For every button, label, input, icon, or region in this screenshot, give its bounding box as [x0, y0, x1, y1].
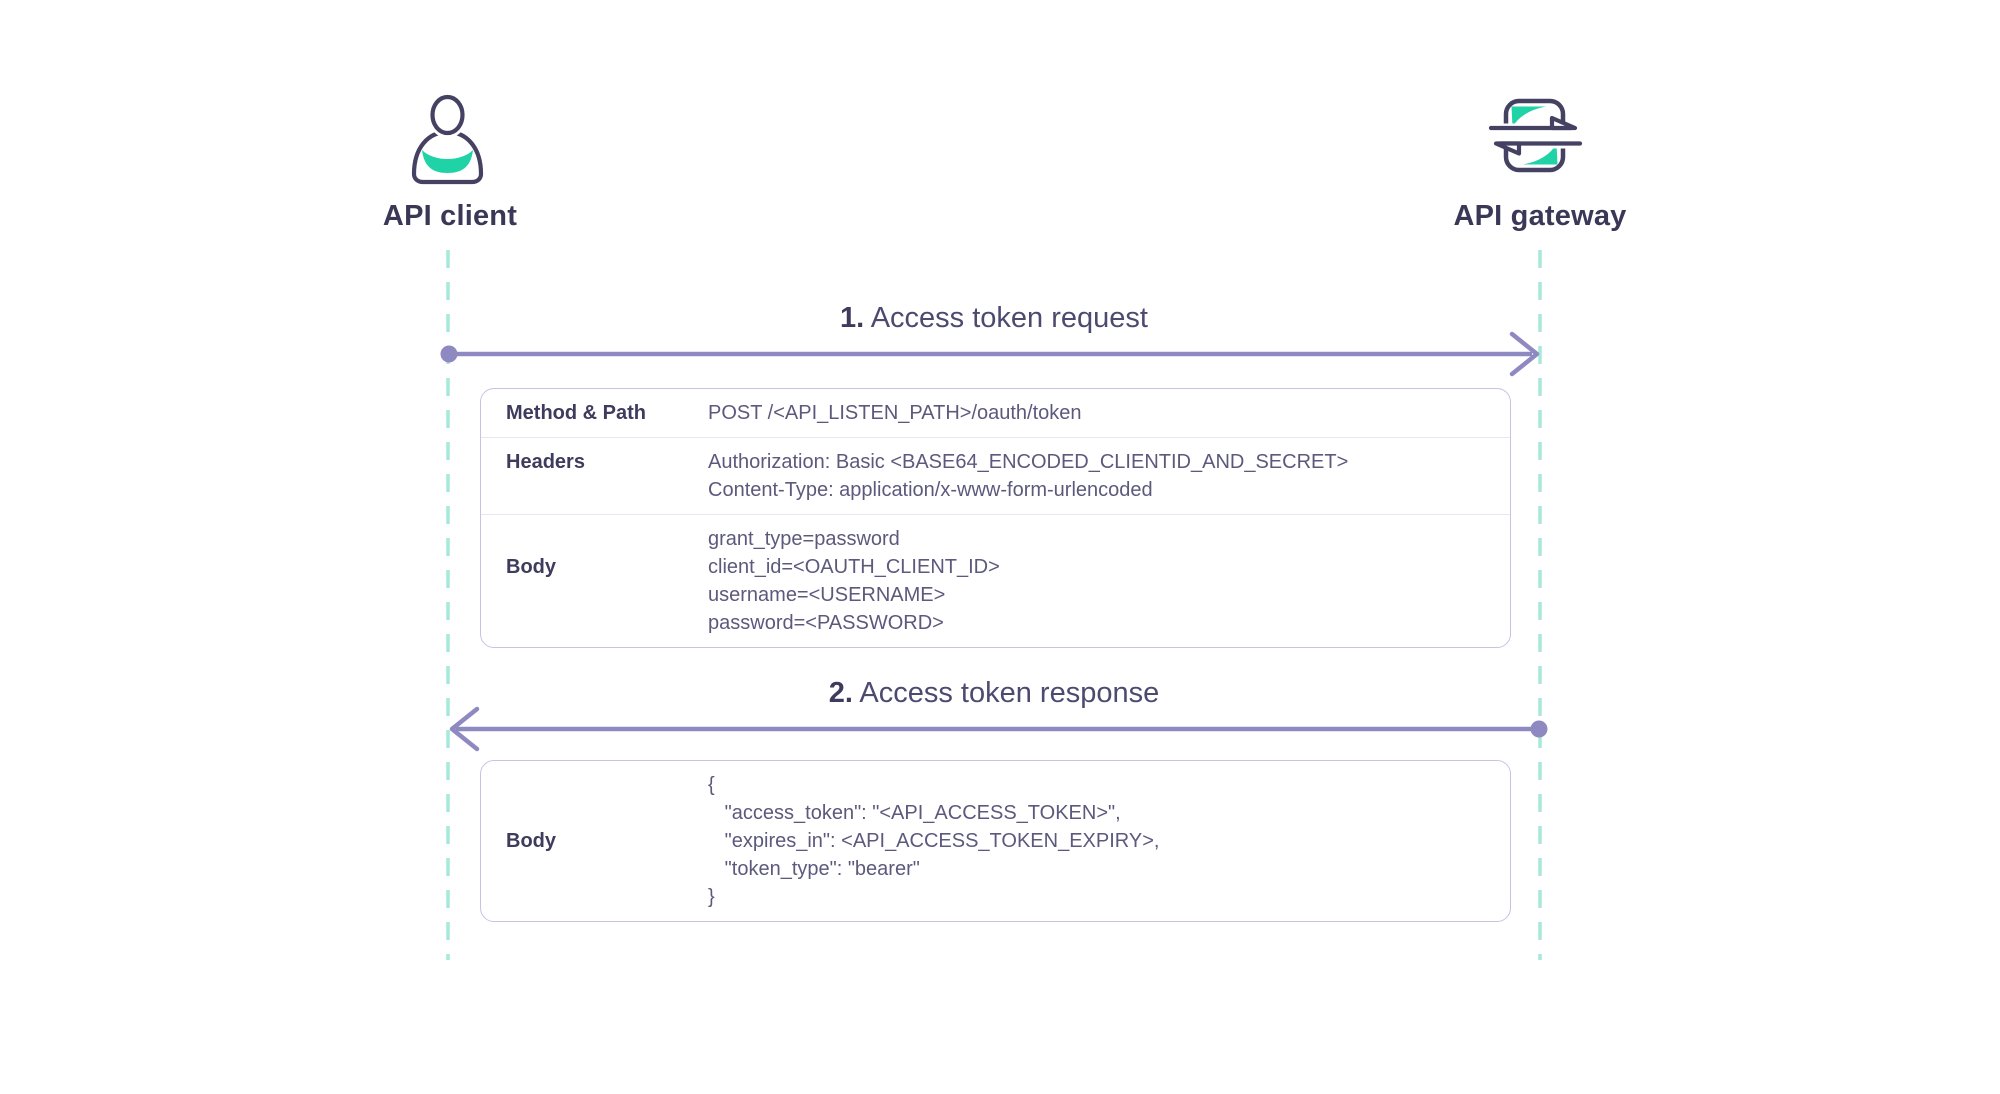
- row-label: Body: [506, 830, 556, 852]
- message-arrow-request: [440, 331, 1540, 377]
- arrowhead-right-icon: [1509, 331, 1540, 377]
- table-row-body: Body { "access_token": "<API_ACCESS_TOKE…: [481, 761, 1510, 921]
- value-line: client_id=<OAUTH_CLIENT_ID>: [708, 556, 1000, 578]
- row-value: { "access_token": "<API_ACCESS_TOKEN>", …: [708, 771, 1510, 911]
- table-row-headers: Headers Authorization: Basic <BASE64_ENC…: [481, 437, 1510, 514]
- value-line: Authorization: Basic <BASE64_ENCODED_CLI…: [708, 451, 1349, 473]
- value-line: {: [708, 774, 715, 796]
- arrowhead-left-icon: [449, 706, 480, 752]
- value-line: "access_token": "<API_ACCESS_TOKEN>",: [708, 802, 1121, 824]
- arrow-origin-dot: [1530, 720, 1548, 738]
- value-line: POST /<API_LISTEN_PATH>/oauth/token: [708, 402, 1082, 424]
- value-line: Content-Type: application/x-www-form-url…: [708, 479, 1153, 501]
- actor-api-client: API client: [330, 88, 570, 233]
- message-arrow-response: [449, 706, 1548, 752]
- row-label: Method & Path: [506, 402, 646, 424]
- table-row-method-path: Method & Path POST /<API_LISTEN_PATH>/oa…: [481, 389, 1510, 437]
- actor-api-gateway: API gateway: [1420, 88, 1660, 233]
- value-line: username=<USERNAME>: [708, 584, 946, 606]
- response-detail-table: Body { "access_token": "<API_ACCESS_TOKE…: [480, 760, 1511, 922]
- message-number: 1.: [840, 302, 865, 334]
- gateway-swap-icon-svg: [1485, 98, 1595, 173]
- value-line: "expires_in": <API_ACCESS_TOKEN_EXPIRY>,: [708, 830, 1160, 852]
- row-label: Headers: [506, 451, 585, 473]
- table-row-body: Body grant_type=password client_id=<OAUTH…: [481, 514, 1510, 647]
- message-text: Access token response: [852, 677, 1160, 709]
- gateway-swap-icon: [1420, 88, 1660, 188]
- message-label-access-token-response: 2. Access token response: [448, 676, 1540, 710]
- message-number: 2.: [828, 677, 853, 709]
- value-line: }: [708, 886, 715, 908]
- request-detail-table: Method & Path POST /<API_LISTEN_PATH>/oa…: [480, 388, 1511, 648]
- actor-label-api-client: API client: [382, 200, 518, 232]
- value-line: "token_type": "bearer": [708, 858, 920, 880]
- row-label: Body: [506, 556, 556, 578]
- row-value: grant_type=password client_id=<OAUTH_CLIE…: [708, 525, 1510, 637]
- message-label-access-token-request: 1. Access token request: [448, 301, 1540, 335]
- row-value: POST /<API_LISTEN_PATH>/oauth/token: [708, 399, 1510, 427]
- user-icon-svg: [411, 92, 484, 185]
- arrow-origin-dot: [440, 345, 458, 363]
- user-icon: [330, 88, 570, 188]
- value-line: password=<PASSWORD>: [708, 612, 944, 634]
- actor-label-api-gateway: API gateway: [1453, 200, 1627, 232]
- value-line: grant_type=password: [708, 528, 900, 550]
- message-text: Access token request: [864, 302, 1148, 334]
- row-value: Authorization: Basic <BASE64_ENCODED_CLI…: [708, 448, 1510, 504]
